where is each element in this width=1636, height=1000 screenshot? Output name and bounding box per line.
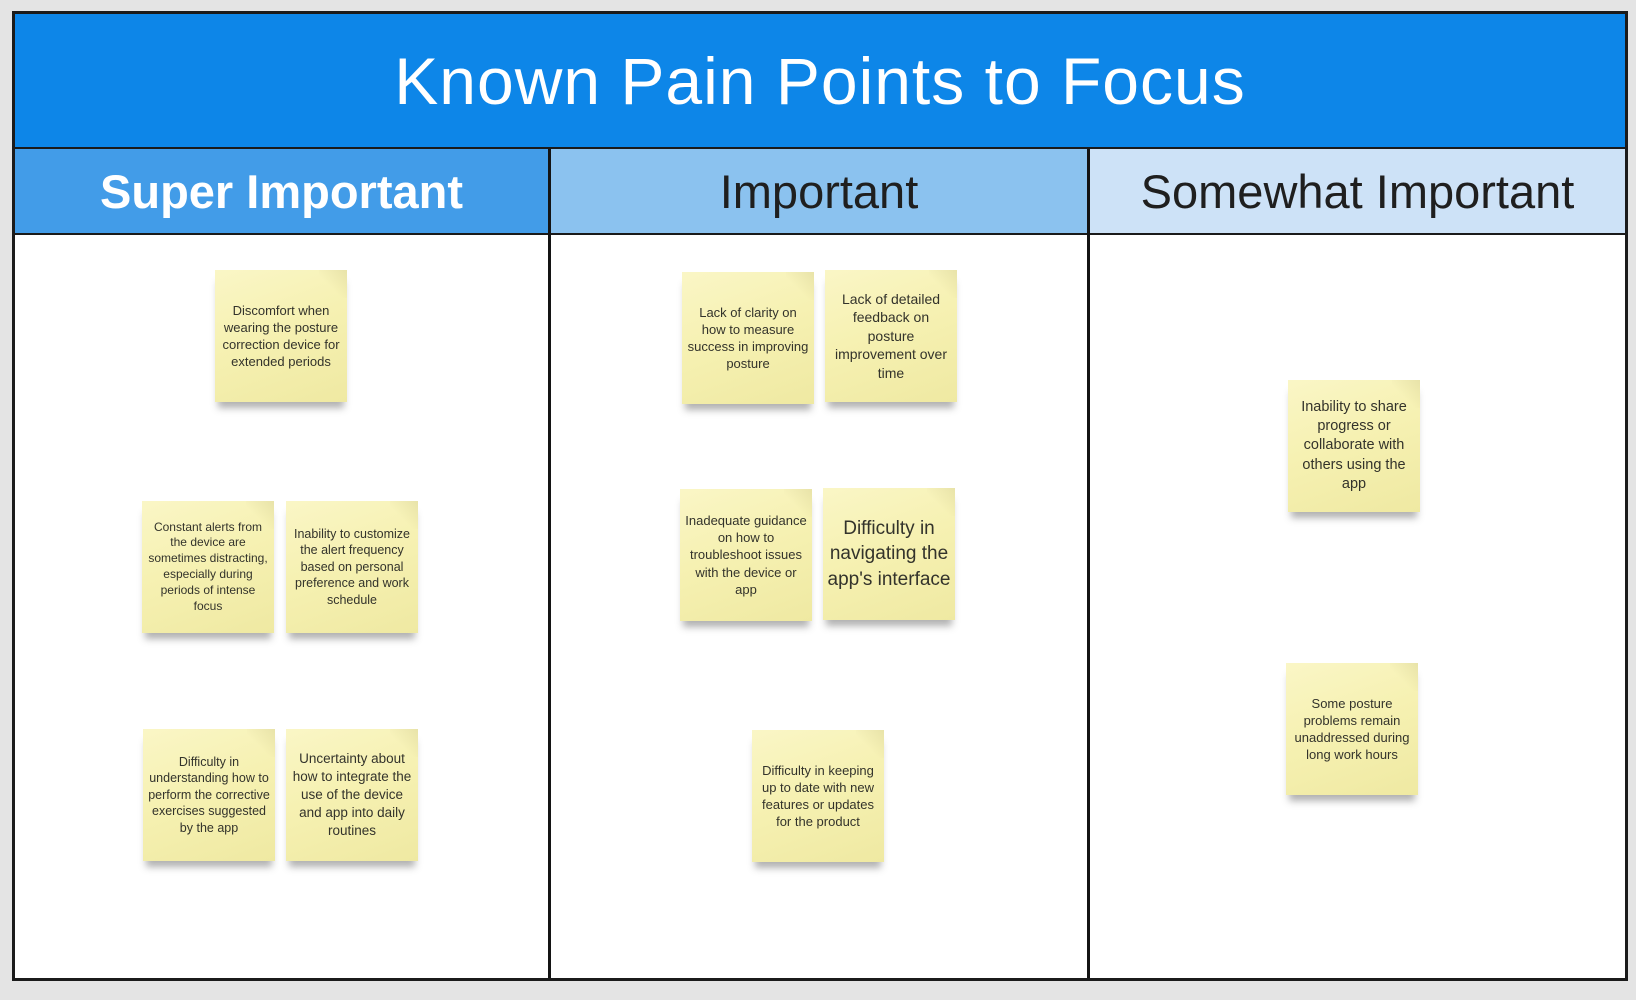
column-header-somewhat-important: Somewhat Important xyxy=(1090,149,1625,235)
sticky-note-text: Uncertainty about how to integrate the u… xyxy=(292,751,412,838)
sticky-note-text: Difficulty in navigating the app's inter… xyxy=(827,518,951,590)
sticky-note[interactable]: Inability to share progress or collabora… xyxy=(1288,380,1420,512)
sticky-note[interactable]: Inability to customize the alert frequen… xyxy=(286,501,418,633)
sticky-note[interactable]: Difficulty in understanding how to perfo… xyxy=(143,729,275,861)
sticky-note[interactable]: Some posture problems remain unaddressed… xyxy=(1286,663,1418,795)
sticky-note[interactable]: Difficulty in keeping up to date with ne… xyxy=(752,730,884,862)
sticky-note-text: Difficulty in understanding how to perfo… xyxy=(148,754,270,835)
sticky-note[interactable]: Uncertainty about how to integrate the u… xyxy=(286,729,418,861)
sticky-note[interactable]: Constant alerts from the device are some… xyxy=(142,501,274,633)
column-header-super-important: Super Important xyxy=(15,149,548,235)
column-header-label: Important xyxy=(719,164,919,218)
column-header-label: Super Important xyxy=(100,164,463,218)
board-title: Known Pain Points to Focus xyxy=(394,43,1246,118)
sticky-note-text: Constant alerts from the device are some… xyxy=(148,519,268,613)
column-somewhat-important: Somewhat Important xyxy=(1090,149,1625,978)
sticky-note-text: Discomfort when wearing the posture corr… xyxy=(222,302,340,370)
column-body-important xyxy=(551,235,1087,978)
sticky-note-text: Some posture problems remain unaddressed… xyxy=(1294,695,1410,763)
sticky-note[interactable]: Inadequate guidance on how to troublesho… xyxy=(680,489,812,621)
sticky-note[interactable]: Discomfort when wearing the posture corr… xyxy=(215,270,347,402)
board-title-bar: Known Pain Points to Focus xyxy=(15,14,1625,149)
sticky-note[interactable]: Difficulty in navigating the app's inter… xyxy=(823,488,955,620)
sticky-note-text: Inability to customize the alert frequen… xyxy=(293,526,411,607)
column-header-important: Important xyxy=(551,149,1087,235)
sticky-note[interactable]: Lack of clarity on how to measure succes… xyxy=(682,272,814,404)
pain-points-board: Known Pain Points to Focus Super Importa… xyxy=(12,11,1628,981)
sticky-note-text: Inability to share progress or collabora… xyxy=(1301,399,1407,492)
sticky-note[interactable]: Lack of detailed feedback on posture imp… xyxy=(825,270,957,402)
sticky-note-text: Lack of detailed feedback on posture imp… xyxy=(834,290,948,381)
sticky-note-text: Inadequate guidance on how to troublesho… xyxy=(685,513,807,597)
column-body-somewhat-important xyxy=(1090,235,1625,978)
column-header-label: Somewhat Important xyxy=(1140,164,1575,218)
sticky-note-text: Difficulty in keeping up to date with ne… xyxy=(761,762,875,830)
sticky-note-text: Lack of clarity on how to measure succes… xyxy=(687,304,809,372)
